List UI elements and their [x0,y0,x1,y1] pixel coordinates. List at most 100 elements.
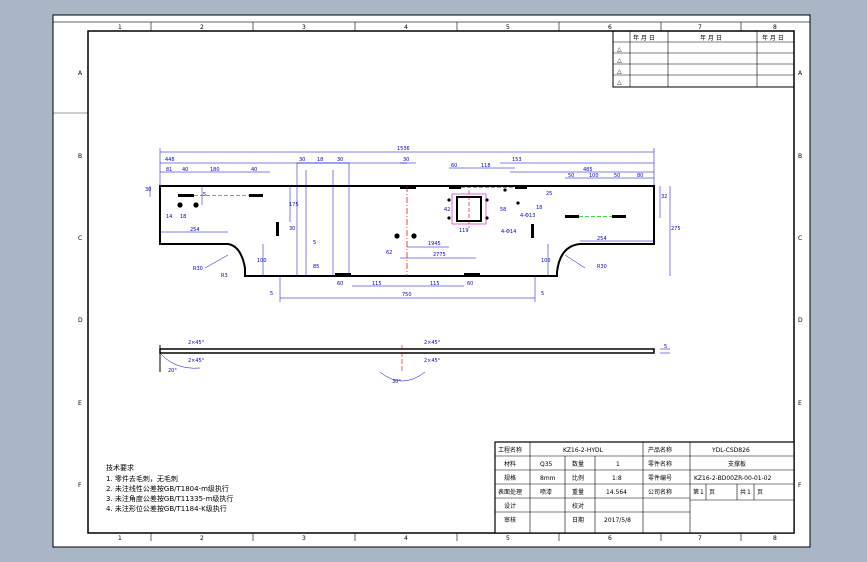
tb-weight-label: 重量 [572,488,584,496]
tb-qty-value: 1 [616,461,620,468]
row-label-b-right: B [798,153,802,160]
tb-weight-value: 14.564 [606,489,627,496]
dim-1945: 1945 [428,241,441,247]
tb-sheet-value: 1 [700,489,704,496]
tb-approver-label: 审核 [504,516,516,524]
dim-275: 275 [671,226,681,232]
dim-81: 81 [166,167,172,173]
dim-58: 58 [500,207,506,213]
dim-30b: 30 [337,157,343,163]
row-label-d-left: D [78,317,83,324]
slot-top-1 [400,186,416,189]
col-label-7-bottom: 7 [698,535,702,542]
slot-vert-right [531,224,534,238]
dim-left-offset: 448 [165,157,175,163]
part-side-view: 2×45° 2×45° 20° 2×45° 2×45° 30° 5 [159,340,670,385]
row-label-d-right: D [798,317,803,324]
tb-company-label: 公司名称 [648,488,672,496]
slot-left-2 [249,194,263,197]
tb-thickness-label: 规格 [504,474,516,482]
hole-4 [411,233,417,239]
dim-118: 118 [481,163,491,169]
col-label-3: 3 [302,24,306,31]
tb-qty-label: 数量 [572,460,584,468]
slot-top-2 [449,186,461,189]
row-label-f-right: F [798,482,802,489]
tb-sheet-label: 第 [693,488,699,496]
note-1: 1. 零件去毛刺，无毛刺 [106,474,178,483]
dim-30-left: 30 [145,187,151,193]
dim-25: 25 [546,191,552,197]
tb-date-label: 日期 [572,516,584,524]
tb-thickness-value: 8mm [540,475,556,482]
hole-6 [485,198,489,202]
row-label-b-left: B [78,153,82,160]
dim-85: 85 [313,264,319,270]
part-front-view: 1536 448 81 40 180 40 30 18 30 30 60 118… [145,146,681,302]
dim-254b: 254 [597,236,607,242]
dim-chamfer-mid: 2×45° [424,340,441,346]
dim-5-mm: 5 [313,240,316,246]
dim-4x13: 4-Φ13 [520,213,535,219]
revision-symbol-4: △ [617,79,622,86]
tb-part-code-value: KZ16-2-BD00ZR-00-01-02 [694,475,772,482]
tb-designer-label: 设计 [504,502,516,510]
tb-surface-label: 表面处理 [498,488,522,496]
dim-chamfer-left: 2×45° [188,340,205,346]
col-label-2-bottom: 2 [200,535,204,542]
col-label-8-bottom: 8 [773,535,777,542]
slot-left [178,194,194,197]
tb-date-value: 2017/5/8 [604,517,631,524]
tb-checker-label: 校对 [572,502,584,510]
note-2: 2. 未注线性公差按GB/T1804-m级执行 [106,484,229,493]
tb-drawing-no-label: 产品名称 [648,446,672,454]
tb-total-label: 共 [740,488,746,496]
technical-notes: 技术要求 1. 零件去毛刺，无毛刺 2. 未注线性公差按GB/T1804-m级执… [106,463,233,513]
dim-60: 60 [451,163,457,169]
tb-project-value: KZ16-2-HYDL [563,447,604,454]
slot-right-2 [612,215,626,218]
dim-r30b: R30 [597,264,607,270]
tb-part-name-label: 零件名称 [648,460,672,468]
dim-4x14: 4-Φ14 [501,229,516,235]
dim-18: 18 [317,157,323,163]
hole-10 [516,201,520,205]
dim-100a: 100 [257,258,267,264]
dim-115b: 115 [430,281,440,287]
dim-14-left: 14 [166,214,172,220]
dim-750: 750 [402,292,412,298]
dim-40a: 40 [182,167,188,173]
dim-100b: 100 [541,258,551,264]
dim-175: 175 [289,202,299,208]
dim-42: 42 [444,207,450,213]
dim-5-side: 5 [203,192,206,198]
dim-r30a: R30 [193,266,203,272]
col-label-4: 4 [404,24,408,31]
row-label-e-left: E [78,400,82,407]
revision-symbol-2: △ [617,57,622,64]
dim-30c: 30 [403,157,409,163]
dim-r3: R3 [221,273,228,279]
dim-50b: 50 [614,173,620,179]
dim-chamfer-left-2: 2×45° [188,358,205,364]
dim-32: 32 [661,194,667,200]
hole-8 [485,216,489,220]
col-label-5: 5 [506,24,510,31]
dim-254a: 254 [190,227,200,233]
col-label-8: 8 [773,24,777,31]
zone-columns-top: 1 2 3 4 5 6 7 8 [52,14,811,31]
dim-30a: 30 [299,157,305,163]
revision-symbol-1: △ [617,46,622,53]
col-label-7: 7 [698,24,702,31]
dim-60-bottom-left: 60 [337,281,343,287]
dim-thickness: 5 [664,344,667,350]
dim-153: 153 [512,157,522,163]
dim-overall-length: 1536 [397,146,410,152]
col-label-6-bottom: 6 [608,535,612,542]
col-label-2: 2 [200,24,204,31]
tb-scale-value: 1:8 [612,475,622,482]
col-label-6: 6 [608,24,612,31]
strip [159,348,655,354]
tb-total-value: 1 [747,489,751,496]
